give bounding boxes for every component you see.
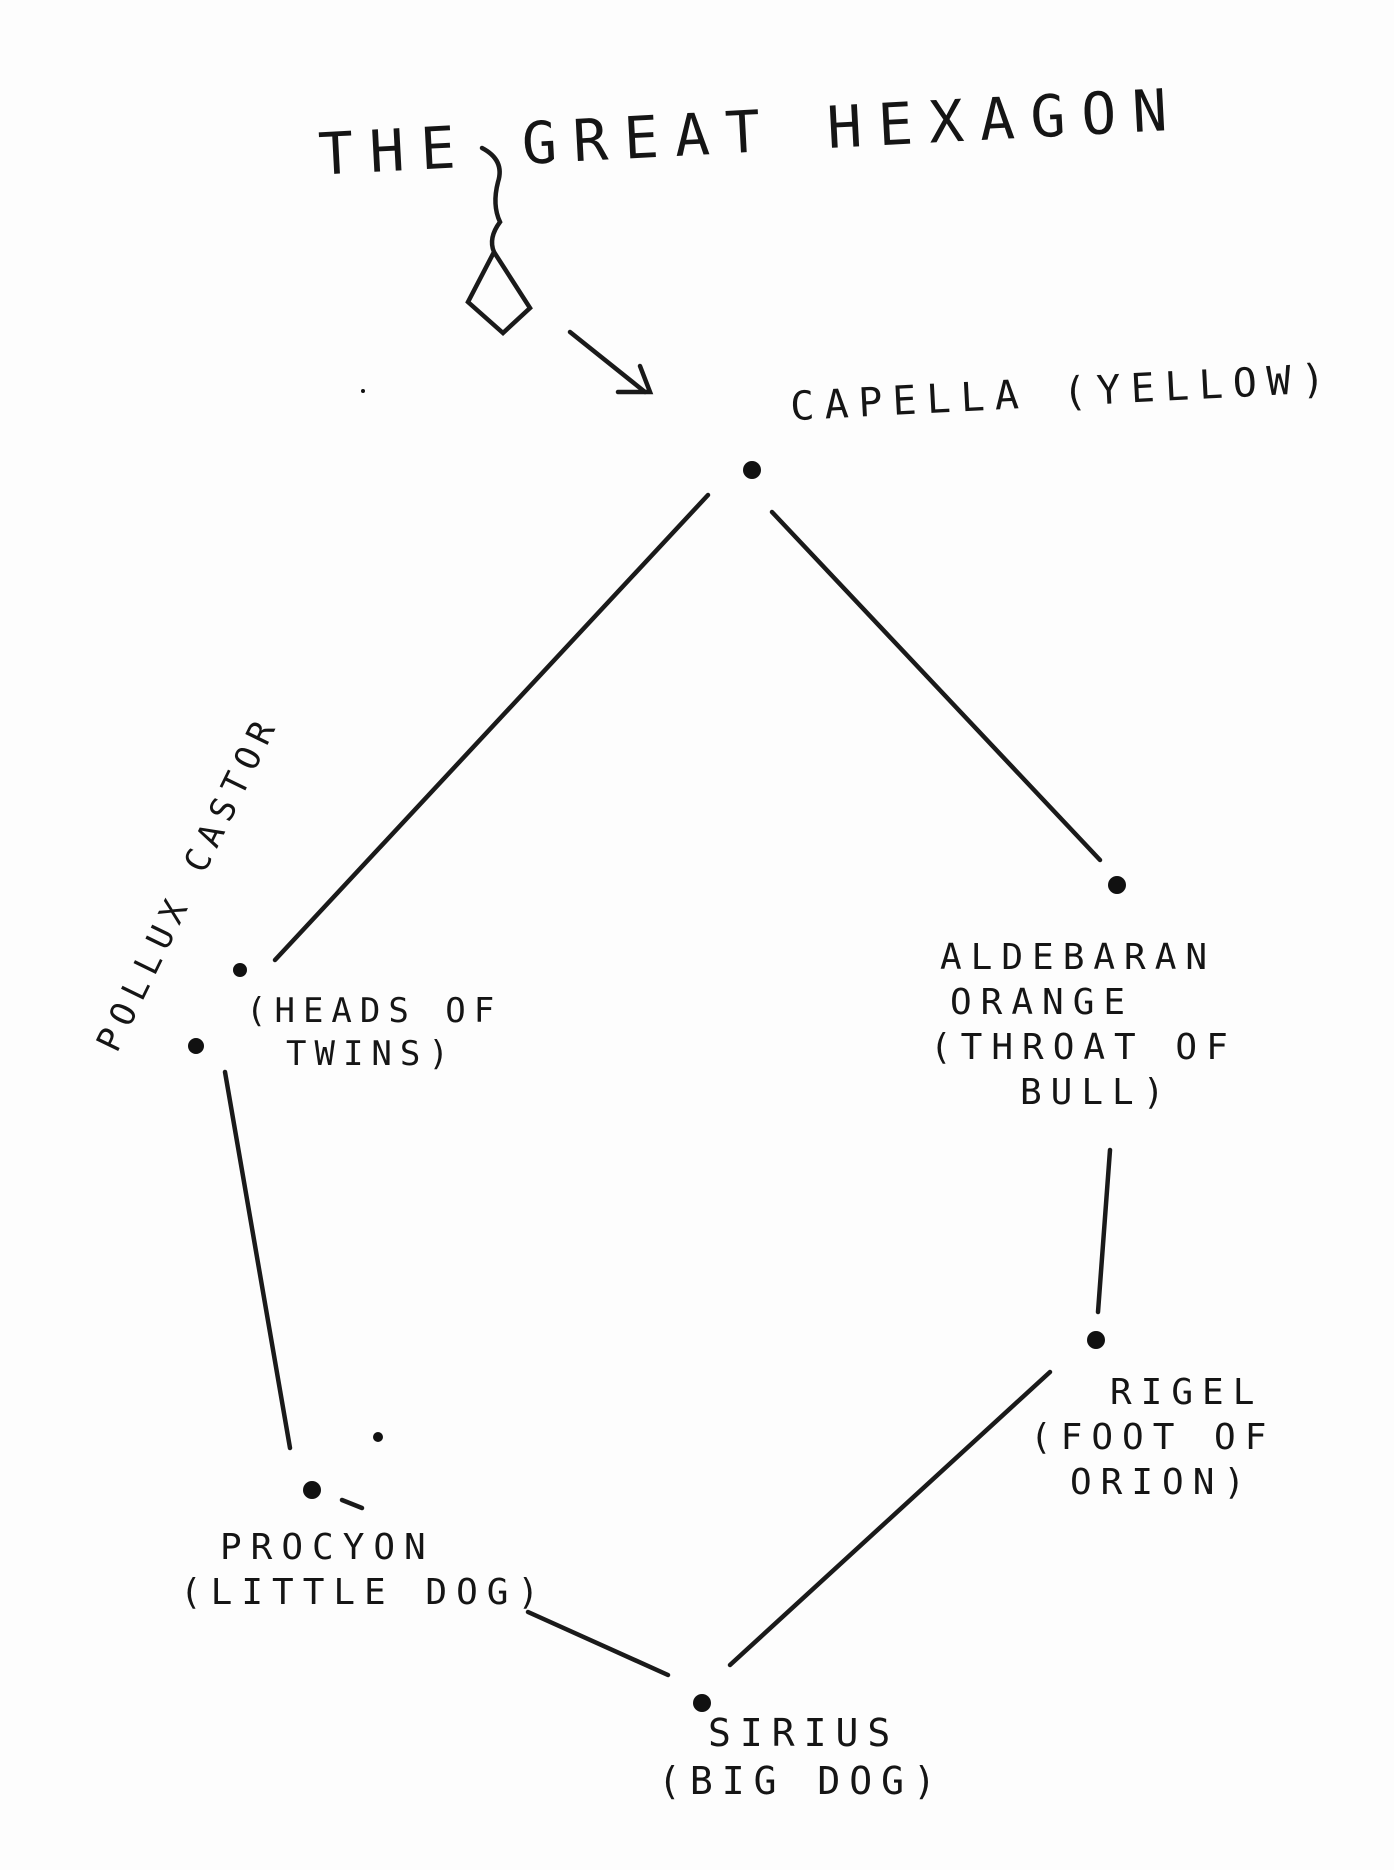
edge-sirius-procyon: [525, 1609, 671, 1678]
label-rigel-line: ORION): [1070, 1462, 1255, 1503]
label-aldebaran-line: BULL): [1020, 1072, 1174, 1113]
label-procyon-line: PROCYON: [220, 1527, 435, 1568]
label-sirius-line: SIRIUS: [708, 1711, 900, 1755]
label-aldebaran-line: (THROAT OF: [930, 1027, 1237, 1068]
label-aldebaran-line: ORANGE: [950, 982, 1135, 1023]
star-capella: [743, 461, 761, 479]
label-rigel-line: RIGEL: [1110, 1372, 1264, 1413]
label-procyon: PROCYON (LITTLE DOG): [180, 1525, 548, 1615]
label-sirius: SIRIUS (BIG DOG): [658, 1710, 945, 1805]
procyon-tick: [339, 1497, 365, 1511]
label-procyon-line: (LITTLE DOG): [180, 1572, 549, 1613]
star-rigel: [1087, 1331, 1105, 1349]
edge-procyon-pollux: [222, 1069, 293, 1451]
edge-capella-aldebaran: [769, 509, 1103, 863]
label-twins-line: TWINS): [286, 1033, 457, 1074]
star-aldebaran: [1108, 876, 1126, 894]
faint-dot: [361, 389, 365, 393]
label-aldebaran-line: ALDEBARAN: [940, 937, 1217, 978]
label-heads-of-twins: (HEADS OF TWINS): [246, 990, 502, 1075]
label-twins-line: (HEADS OF: [246, 991, 503, 1031]
star-pollux: [188, 1038, 204, 1054]
edge-capella-twins: [272, 492, 711, 963]
faint-star: [373, 1432, 383, 1442]
edge-aldebaran-rigel: [1095, 1147, 1113, 1315]
star-procyon: [303, 1481, 321, 1499]
star-castor: [233, 963, 247, 977]
label-sirius-line: (BIG DOG): [658, 1758, 945, 1803]
star-sirius: [693, 1694, 711, 1712]
label-rigel-line: (FOOT OF: [1030, 1417, 1276, 1458]
kite-pointer-icon: [465, 145, 654, 395]
label-aldebaran: ALDEBARAN ORANGE (THROAT OF BULL): [930, 935, 1237, 1115]
label-rigel: RIGEL (FOOT OF ORION): [1030, 1370, 1275, 1505]
edge-rigel-sirius: [727, 1369, 1053, 1668]
